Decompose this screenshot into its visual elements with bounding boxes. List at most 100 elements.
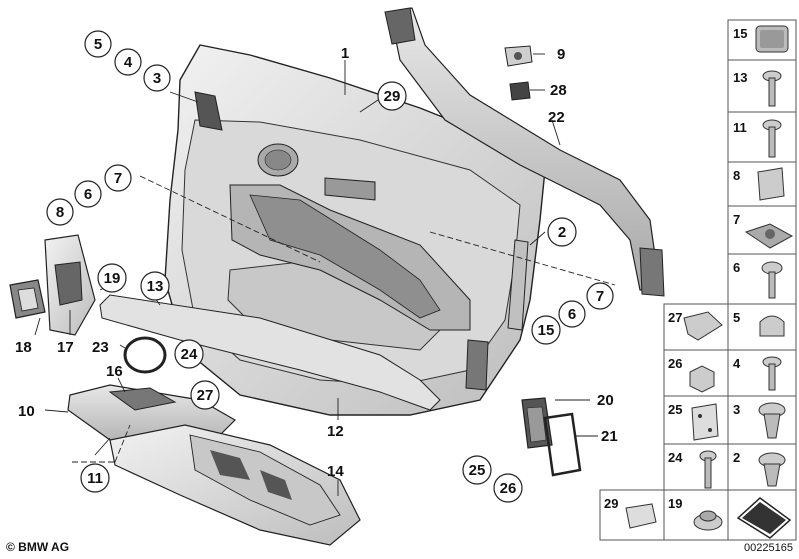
screw-icon <box>762 119 782 158</box>
callout-circled: 8 <box>46 198 74 226</box>
svg-text:11: 11 <box>733 120 747 135</box>
callout-circled: 6 <box>558 300 586 328</box>
callout-circled: 29 <box>377 81 407 111</box>
svg-text:22: 22 <box>548 109 565 126</box>
svg-text:20: 20 <box>597 392 614 409</box>
flange-nut-icon <box>693 510 723 531</box>
copyright-text: © BMW AG <box>6 540 70 554</box>
svg-text:19: 19 <box>104 270 121 287</box>
callout: 12 <box>327 423 344 440</box>
leader-lines <box>34 53 616 496</box>
callout-circled: 4 <box>114 48 142 76</box>
svg-text:2: 2 <box>558 224 566 241</box>
svg-text:21: 21 <box>601 428 618 445</box>
svg-text:15: 15 <box>538 322 555 339</box>
callout-circled: 26 <box>493 473 523 503</box>
svg-text:6: 6 <box>733 260 740 275</box>
callout-circled: 2 <box>547 217 577 247</box>
callout: 22 <box>548 109 565 126</box>
callout: 17 <box>57 339 74 356</box>
svg-text:13: 13 <box>733 70 747 85</box>
callout-circled: 7 <box>586 282 614 310</box>
svg-text:5: 5 <box>94 36 102 53</box>
svg-text:16: 16 <box>106 363 123 380</box>
svg-text:4: 4 <box>124 54 133 71</box>
plug-cover-icon <box>757 167 785 201</box>
callout: 18 <box>15 339 32 356</box>
svg-text:3: 3 <box>153 70 161 87</box>
svg-text:23: 23 <box>92 339 109 356</box>
callout: 16 <box>106 363 123 380</box>
pull-handle-14 <box>109 424 361 546</box>
callout-labels: 1 29 5 4 3 7 6 8 9 28 22 2 7 6 15 19 13 … <box>15 30 618 503</box>
svg-text:26: 26 <box>668 356 682 371</box>
svg-text:7: 7 <box>114 170 122 187</box>
callout: 14 <box>327 463 344 480</box>
screw-icon <box>762 70 782 107</box>
air-vent-20 <box>521 397 553 449</box>
svg-text:10: 10 <box>18 403 35 420</box>
parts-panel-right <box>727 19 797 491</box>
callout-circled: 15 <box>531 315 561 345</box>
hex-nut-icon <box>689 365 715 393</box>
svg-text:25: 25 <box>668 402 682 417</box>
svg-text:8: 8 <box>56 204 64 221</box>
callout-circled: 3 <box>143 64 171 92</box>
svg-text:29: 29 <box>604 496 618 511</box>
svg-text:27: 27 <box>668 310 682 325</box>
clip-icon <box>625 503 657 529</box>
callout: 1 <box>341 45 349 62</box>
parts-panel-bottom <box>599 489 797 541</box>
svg-text:27: 27 <box>197 387 214 404</box>
svg-text:24: 24 <box>668 450 683 465</box>
svg-text:18: 18 <box>15 339 32 356</box>
trim-cap-18 <box>9 279 46 319</box>
callout-circled: 24 <box>174 339 204 369</box>
svg-text:7: 7 <box>596 288 604 305</box>
plate-clip-icon <box>691 403 719 441</box>
svg-text:6: 6 <box>84 186 92 203</box>
svg-text:28: 28 <box>550 82 567 99</box>
svg-text:11: 11 <box>87 470 103 487</box>
svg-text:15: 15 <box>733 26 747 41</box>
bolt-icon <box>699 450 717 489</box>
callout: 9 <box>557 46 565 63</box>
svg-text:26: 26 <box>500 480 517 497</box>
callout-circled: 13 <box>140 271 170 301</box>
svg-text:8: 8 <box>733 168 740 183</box>
svg-text:19: 19 <box>668 496 682 511</box>
image-id: 00225165 <box>744 542 793 554</box>
callout: 20 <box>597 392 614 409</box>
svg-text:4: 4 <box>733 356 741 371</box>
callout-circled: 25 <box>462 455 492 485</box>
svg-text:25: 25 <box>469 462 486 479</box>
expanding-rivet-icon <box>758 452 786 487</box>
callout-circled: 11 <box>80 463 110 493</box>
gasket-wedge-icon <box>736 497 792 539</box>
callout-circled: 27 <box>190 380 220 410</box>
lower-strip-13 <box>99 294 441 411</box>
callout: 28 <box>550 82 567 99</box>
ring-23 <box>123 336 167 374</box>
svg-text:24: 24 <box>181 346 198 363</box>
svg-text:29: 29 <box>384 88 401 105</box>
bracket-clip-icon <box>683 311 723 341</box>
svg-text:14: 14 <box>327 463 344 480</box>
callout: 23 <box>92 339 109 356</box>
svg-text:5: 5 <box>733 310 740 325</box>
expanding-rivet-icon <box>758 402 786 439</box>
svg-text:6: 6 <box>568 306 576 323</box>
svg-text:9: 9 <box>557 46 565 63</box>
callout-circled: 19 <box>97 263 127 293</box>
svg-text:17: 17 <box>57 339 74 356</box>
svg-text:2: 2 <box>733 450 740 465</box>
panel-numbers: 15 13 11 8 7 6 27 5 26 4 25 3 24 2 29 19 <box>604 26 747 511</box>
callout: 10 <box>18 403 35 420</box>
screw-icon <box>761 261 783 299</box>
upper-window-trim <box>384 7 665 297</box>
svg-text:3: 3 <box>733 402 740 417</box>
callout-circled: 5 <box>84 30 112 58</box>
svg-text:7: 7 <box>733 212 740 227</box>
callout-circled: 7 <box>104 164 132 192</box>
cap-icon <box>759 315 785 337</box>
